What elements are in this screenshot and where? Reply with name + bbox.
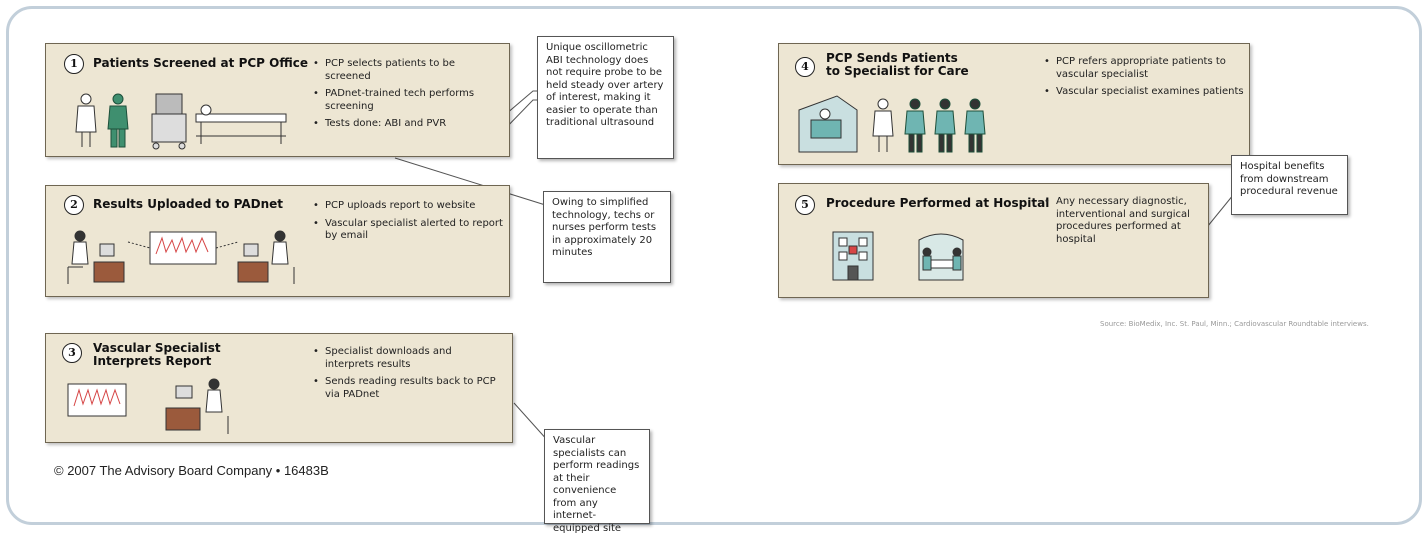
source-note: Source: BioMedix, Inc. St. Paul, Minn.; … (1100, 320, 1369, 328)
step-3-bullets: Specialist downloads and interprets resu… (313, 346, 503, 406)
callout-hospital-revenue: Hospital benefits from downstream proced… (1231, 155, 1348, 215)
step-5-bullets: Any necessary diagnostic, interventional… (1044, 196, 1206, 251)
report-waveform (127, 231, 239, 265)
step-4-title-line: to Specialist for Care (826, 64, 969, 78)
callout-oscillometric: Unique oscillometric ABI technology does… (537, 36, 674, 159)
step-2-title: Results Uploaded to PADnet (93, 198, 283, 211)
step-4-box: 4 PCP Sends Patients to Specialist for C… (778, 43, 1250, 165)
step-1-bullet: PADnet-trained tech performs screening (313, 88, 503, 113)
step-2-number: 2 (64, 195, 84, 215)
callout-convenience: Vascular specialists can perform reading… (544, 429, 650, 534)
step-5-box: 5 Procedure Performed at Hospital Any ne… (778, 183, 1209, 298)
step-4-title-line: PCP Sends Patients (826, 51, 958, 65)
hospital-building (832, 231, 874, 281)
step-3-title: Vascular Specialist Interprets Report (93, 342, 221, 368)
doctor-figure (75, 93, 97, 147)
step-3-box: 3 Vascular Specialist Interprets Report … (45, 333, 513, 443)
step-2-bullet: PCP uploads report to website (313, 200, 503, 213)
step-3-bullet: Sends reading results back to PCP via PA… (313, 376, 503, 401)
step-1-box: 1 Patients Screened at PCP Office PCP se… (45, 43, 510, 157)
operating-room (918, 233, 964, 281)
step-3-title-line: Vascular Specialist (93, 341, 221, 355)
waiting-room (798, 95, 858, 153)
patient-figures (904, 98, 986, 153)
step-2-bullet: Vascular specialist alerted to report by… (313, 218, 503, 243)
step-5-title-line: Procedure Performed at Hospital (826, 196, 1050, 210)
step-1-number: 1 (64, 54, 84, 74)
step-5-title: Procedure Performed at Hospital (826, 197, 1049, 210)
step-5-number: 5 (795, 195, 815, 215)
step-1-title-line: Patients Screened at PCP Office (93, 56, 308, 70)
abi-machine (151, 93, 187, 150)
specialist-at-desk (165, 378, 229, 434)
step-4-bullet: Vascular specialist examines patients (1044, 86, 1244, 99)
step-2-title-line: Results Uploaded to PADnet (93, 197, 284, 211)
step-1-bullets: PCP selects patients to be screened PADn… (313, 58, 503, 136)
step-4-title: PCP Sends Patients to Specialist for Car… (826, 52, 969, 78)
upload-illustration (67, 230, 295, 284)
patient-bed (195, 104, 287, 144)
copyright-notice: © 2007 The Advisory Board Company • 1648… (54, 463, 329, 478)
step-4-bullets: PCP refers appropriate patients to vascu… (1044, 56, 1244, 104)
callout-simplified-technology: Owing to simplified technology, techs or… (543, 191, 671, 283)
report-waveform (67, 383, 127, 417)
doctor-figure (872, 98, 894, 152)
step-1-bullet: PCP selects patients to be screened (313, 58, 503, 83)
interpret-illustration (67, 378, 229, 434)
step-3-number: 3 (62, 343, 82, 363)
hospital-illustration (832, 231, 964, 281)
step-3-title-line: Interprets Report (93, 354, 212, 368)
step-4-bullet: PCP refers appropriate patients to vascu… (1044, 56, 1244, 81)
screening-illustration (75, 93, 287, 150)
step-1-bullet: Tests done: ABI and PVR (313, 118, 503, 131)
step-2-bullets: PCP uploads report to website Vascular s… (313, 200, 503, 248)
referral-illustration (798, 95, 986, 153)
step-5-bullet: Any necessary diagnostic, interventional… (1044, 196, 1206, 246)
step-2-box: 2 Results Uploaded to PADnet PCP uploads… (45, 185, 510, 297)
step-1-title: Patients Screened at PCP Office (93, 57, 308, 70)
step-4-number: 4 (795, 57, 815, 77)
specialist-at-desk (237, 230, 295, 284)
nurse-figure (107, 93, 129, 148)
step-3-bullet: Specialist downloads and interprets resu… (313, 346, 503, 371)
pcp-at-desk (67, 230, 125, 284)
